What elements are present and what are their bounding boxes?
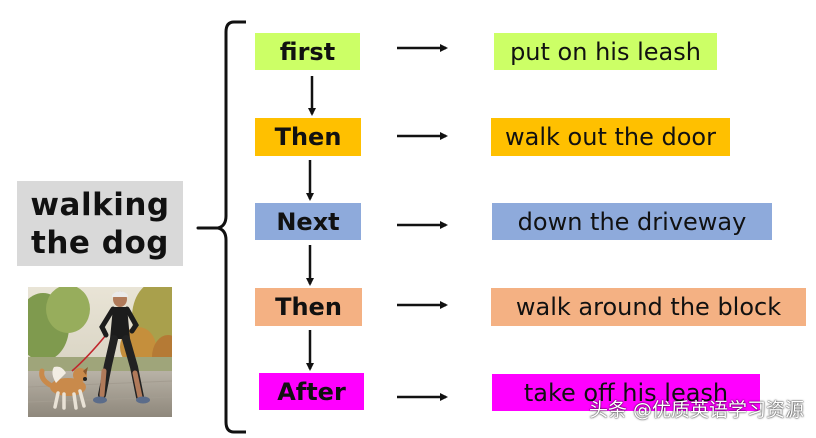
result-label: take off his leash	[523, 378, 729, 407]
title-box: walking the dog	[17, 181, 183, 266]
step-first: first	[255, 33, 360, 70]
result-walk-around-block: walk around the block	[491, 288, 806, 326]
step-then-1: Then	[255, 118, 361, 156]
step-label: After	[277, 377, 346, 406]
step-label: first	[279, 37, 336, 66]
step-then-2: Then	[255, 288, 362, 326]
step-label: Next	[276, 207, 340, 236]
right-arrows	[397, 44, 448, 401]
result-label: walk around the block	[515, 293, 782, 321]
result-down-driveway: down the driveway	[492, 203, 772, 240]
bracket-icon	[196, 20, 246, 434]
title-line-2: the dog	[31, 224, 169, 261]
result-label: down the driveway	[517, 207, 747, 236]
step-next: Next	[255, 203, 361, 240]
watermark: 头条 @优质英语学习资源	[588, 399, 804, 421]
result-walk-out-door: walk out the door	[491, 118, 730, 156]
result-take-off-leash: take off his leash	[492, 374, 760, 411]
step-label: Then	[274, 123, 342, 151]
step-after: After	[259, 373, 364, 410]
walking-dog-photo	[28, 287, 172, 417]
result-label: put on his leash	[510, 37, 701, 66]
step-label: Then	[275, 293, 342, 321]
result-put-on-leash: put on his leash	[494, 33, 717, 70]
title-line-1: walking	[30, 186, 170, 223]
result-label: walk out the door	[505, 123, 716, 151]
